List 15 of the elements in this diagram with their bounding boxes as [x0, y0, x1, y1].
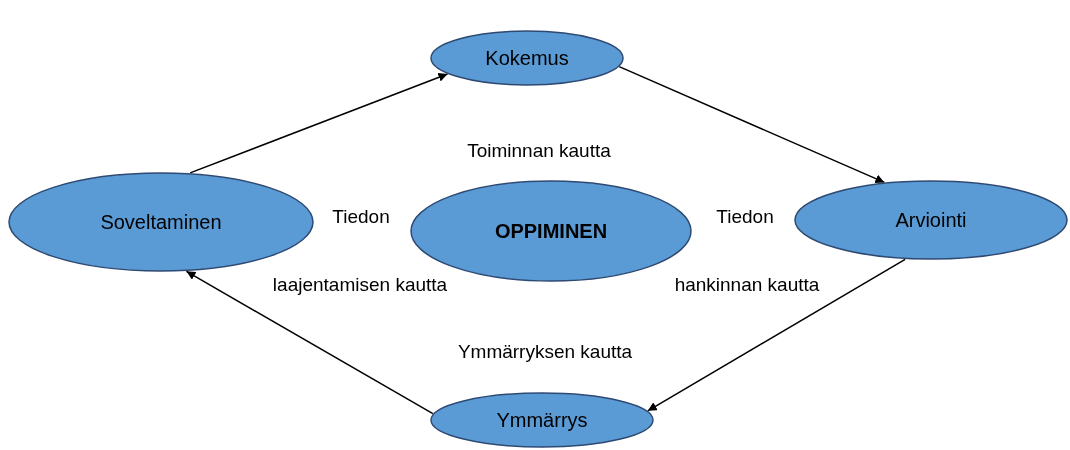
arrow [185, 270, 434, 415]
node-label: Ymmärrys [496, 408, 588, 432]
annotation-text: hankinnan kautta [674, 274, 820, 296]
annotation-text: Toiminnan kautta [467, 140, 611, 162]
node-label: OPPIMINEN [494, 219, 608, 243]
node-label: Arviointi [895, 208, 967, 232]
node-label: Soveltaminen [100, 210, 222, 234]
arrow [189, 73, 449, 174]
arrow [618, 65, 886, 184]
annotation-text: Tiedon [716, 206, 774, 228]
node-label: Kokemus [485, 46, 569, 70]
arrow [647, 258, 906, 412]
annotation-text: laajentamisen kautta [272, 274, 448, 296]
annotation-text: Ymmärryksen kautta [457, 341, 633, 363]
annotation-text: Tiedon [332, 206, 390, 228]
